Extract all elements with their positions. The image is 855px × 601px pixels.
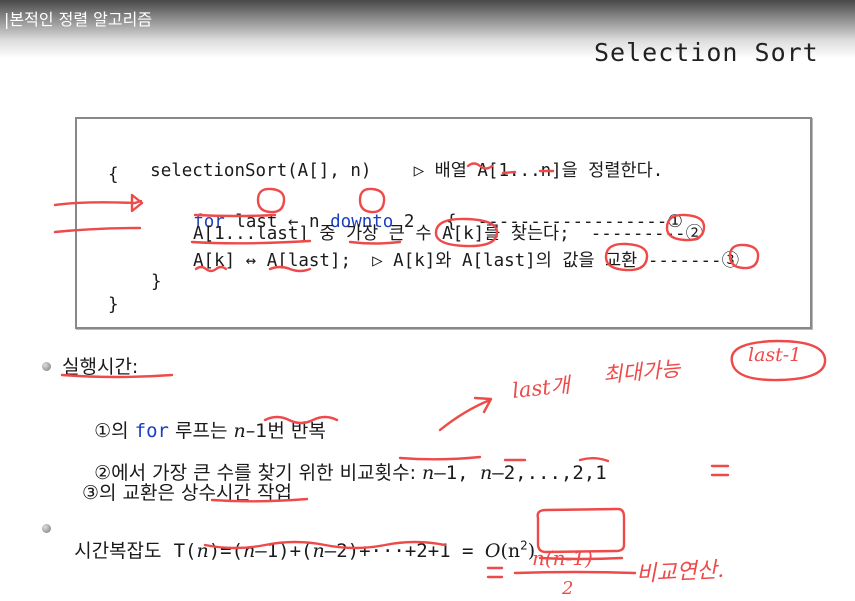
complexity-n: n — [196, 540, 209, 562]
big-o-symbol: O — [484, 540, 501, 562]
item2-n2: n — [480, 462, 493, 484]
complexity-tail: –2)+···+2+1 = — [324, 540, 485, 562]
item2-n1: n — [422, 462, 435, 484]
bullet-runtime — [42, 362, 51, 371]
runtime-item-3: ③의 교환은 상수시간 작업 — [82, 482, 292, 504]
ink-equals-bottom — [486, 566, 504, 579]
bullet-complexity — [42, 524, 51, 533]
runtime-label: 실행시간: — [62, 356, 139, 378]
item1-for-keyword: for — [134, 420, 169, 442]
code-open-brace: { — [108, 165, 119, 185]
item1-n: n — [233, 420, 246, 442]
ink-note-last-minus-1: last-1 — [748, 344, 802, 366]
function-signature: selectionSort(A[], n) — [150, 161, 372, 181]
signature-comment: ▷ 배열 A[1...n]을 정렬한다. — [413, 161, 664, 181]
ink-fraction-bar — [513, 570, 637, 575]
big-o-exponent: 2 — [520, 538, 528, 553]
code-line-swap: A[k] ↔ A[last]; ▷ A[k]와 A[last]의 값을 교환 -… — [193, 251, 740, 271]
big-o-n: (n — [500, 540, 521, 562]
ink-note-compare: 비교연산. — [635, 557, 725, 588]
runtime-item-2: ②에서 가장 큰 수를 찾기 위한 비교횟수: n–1, n–2,...,2,1 — [82, 436, 607, 485]
code-inner-close-brace: } — [151, 272, 162, 292]
big-o-close: ) — [527, 540, 536, 562]
item1-text-a: ①의 — [94, 420, 135, 442]
code-outer-close-brace: } — [108, 295, 119, 315]
code-line-find-max: A[1...last] 중 가장 큰 수 A[k]를 찾는다; --------… — [193, 224, 704, 244]
ink-eq-1 — [710, 464, 730, 477]
complexity-n3: n — [312, 540, 325, 562]
complexity-mid: –1)+( — [255, 540, 313, 562]
complexity-eq: )=( — [208, 540, 244, 562]
runtime-item-1: ①의 for 루프는 n–1번 반복 — [82, 394, 326, 443]
item1-text-c: –1번 반복 — [245, 420, 326, 442]
complexity-line: 시간복잡도 T(n)=(n–1)+(n–2)+···+2+1 = O(n2) — [62, 514, 535, 563]
complexity-T: T( — [173, 540, 197, 562]
item2-text-b: –1, — [434, 462, 481, 484]
ink-fraction-numerator: n(n-1) — [532, 546, 593, 570]
downto-keyword: downto — [330, 212, 394, 232]
slide-title: Selection Sort — [594, 38, 819, 67]
video-title-bar: |본적인 정렬 알고리즘 — [0, 0, 855, 58]
pseudocode-box: selectionSort(A[], n) ▷ 배열 A[1...n]을 정렬한… — [75, 117, 812, 329]
item2-text-a: ②에서 가장 큰 수를 찾기 위한 비교횟수: — [94, 462, 423, 484]
ink-fraction-denominator: 2 — [562, 578, 574, 599]
item2-text-c: –2,...,2,1 — [492, 462, 607, 484]
complexity-label: 시간복잡도 — [74, 540, 174, 562]
complexity-n2: n — [243, 540, 256, 562]
ink-note-last: last개 — [511, 373, 571, 403]
ink-note-max: 최대가능 — [602, 356, 682, 388]
video-title: |본적인 정렬 알고리즘 — [4, 10, 153, 29]
ink-arrow-upright — [438, 396, 493, 432]
item1-text-b: 루프는 — [168, 420, 234, 442]
